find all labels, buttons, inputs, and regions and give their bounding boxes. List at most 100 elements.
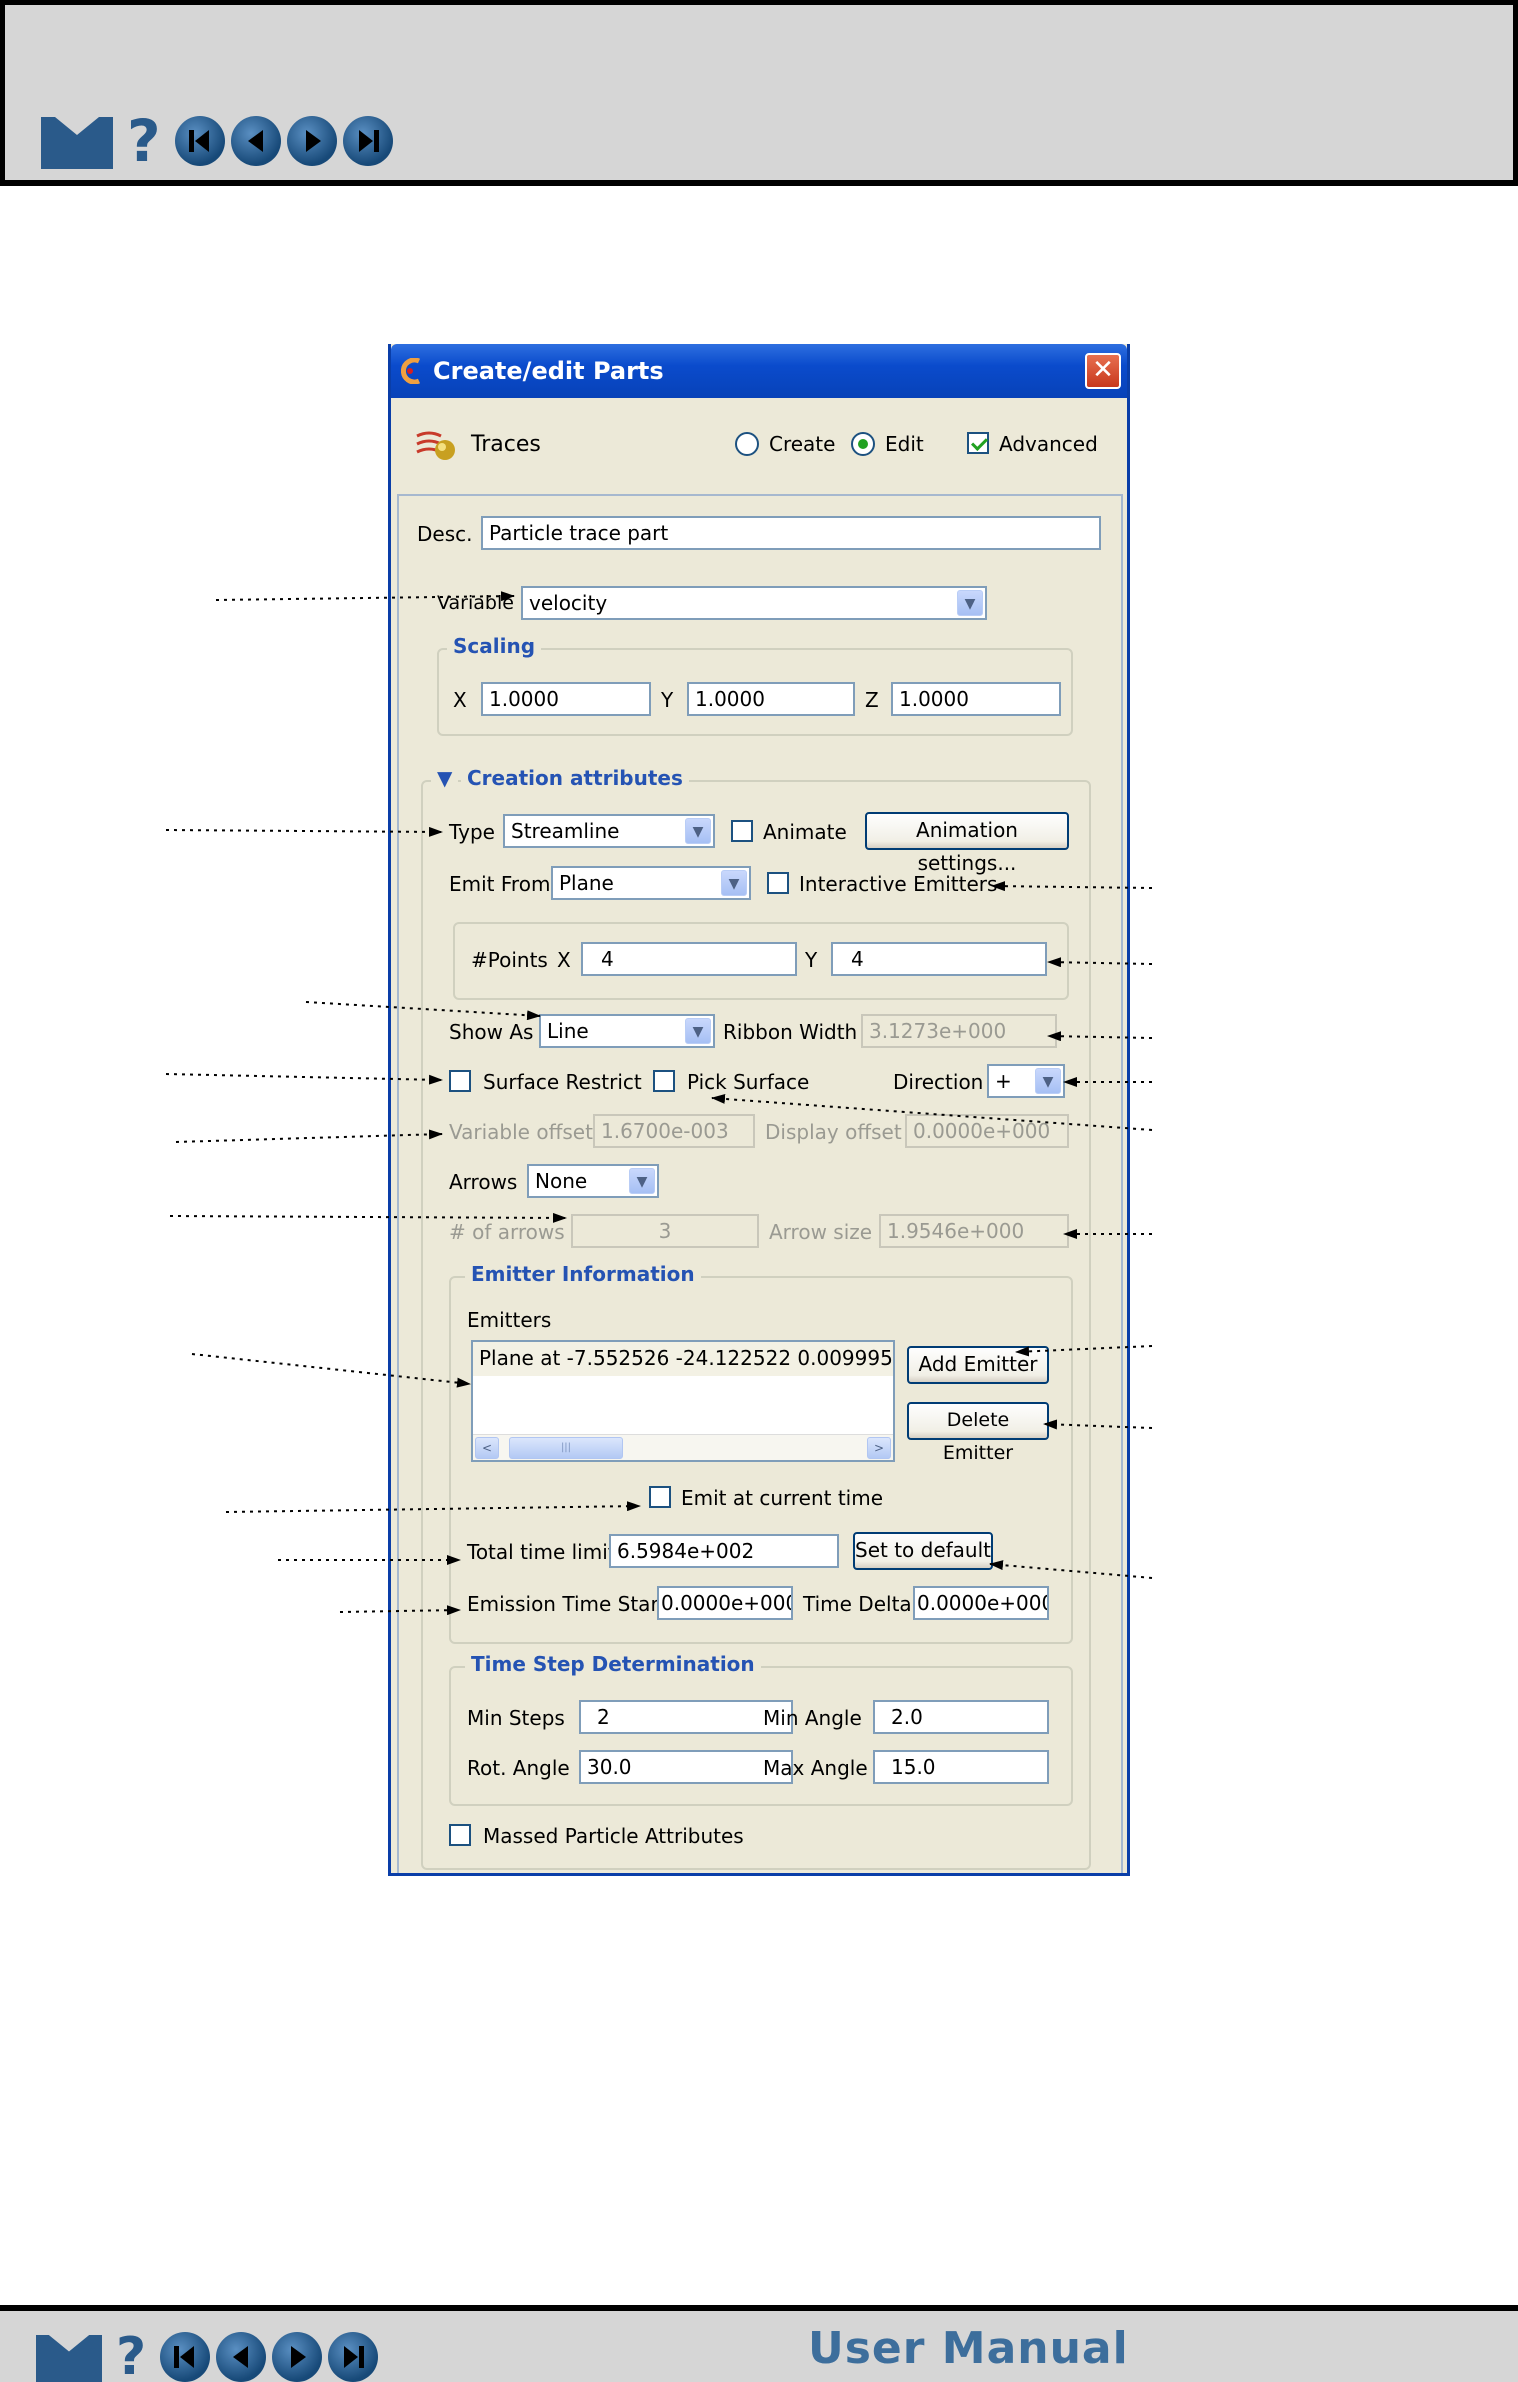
callout-arrow-num-arrows (169, 1212, 567, 1223)
scroll-thumb[interactable]: ||| (509, 1437, 623, 1459)
surface-restrict-label: Surface Restrict (483, 1070, 642, 1094)
close-button[interactable]: ✕ (1085, 353, 1121, 389)
variable-select[interactable]: velocity ▼ (521, 586, 987, 620)
arrows-label: Arrows (449, 1170, 518, 1194)
scale-x-label: X (453, 688, 467, 712)
callout-arrow-set-to-default (989, 1560, 1153, 1579)
callout-arrow-emission-start (339, 1605, 461, 1616)
emitters-listbox[interactable]: Plane at -7.552526 -24.122522 0.009995 <… (471, 1340, 895, 1462)
edit-radio[interactable] (851, 432, 875, 456)
emit-current-time-label: Emit at current time (681, 1486, 884, 1510)
callout-arrow-delete-emitter (1043, 1419, 1153, 1430)
points-group (453, 922, 1069, 1000)
help-icon[interactable]: ? (127, 107, 161, 175)
scale-z-label: Z (865, 688, 879, 712)
callout-arrow-emitters-list (191, 1353, 471, 1388)
callout-arrow-add-emitter (1015, 1345, 1153, 1357)
create-radio-label: Create (769, 432, 836, 456)
scale-y-input[interactable]: 1.0000 (687, 682, 855, 716)
scroll-left-icon[interactable]: < (475, 1437, 499, 1459)
emitter-list-item[interactable]: Plane at -7.552526 -24.122522 0.009995 (473, 1342, 893, 1376)
scaling-title: Scaling (447, 634, 542, 658)
home-icon[interactable] (41, 113, 113, 169)
time-delta-input[interactable]: 0.0000e+000 (913, 1586, 1049, 1620)
last-page-icon[interactable] (328, 2332, 379, 2382)
chevron-down-icon[interactable]: ▼ (685, 1018, 711, 1044)
display-offset-label: Display offset (765, 1120, 902, 1144)
total-time-input[interactable]: 6.5984e+002 (609, 1534, 839, 1568)
direction-select-value: + (995, 1069, 1012, 1093)
num-arrows-input: 3 (571, 1214, 759, 1248)
delete-emitter-button[interactable]: Delete Emitter (907, 1402, 1049, 1464)
interactive-emitters-checkbox[interactable] (767, 872, 789, 894)
create-radio[interactable] (735, 432, 759, 456)
creation-attributes-title: Creation attributes (461, 766, 689, 790)
emit-from-select-value: Plane (559, 871, 614, 895)
arrow-size-input: 1.9546e+000 (879, 1214, 1069, 1248)
traces-icon (416, 431, 455, 460)
next-page-icon[interactable] (286, 116, 337, 166)
previous-page-icon[interactable] (216, 2332, 267, 2382)
help-icon[interactable]: ? (116, 2327, 147, 2382)
dialog-titlebar: Create/edit Parts (391, 344, 1127, 398)
set-to-default-button[interactable]: Set to default (853, 1532, 993, 1570)
emitters-horizontal-scrollbar[interactable]: < ||| > (473, 1434, 893, 1460)
scale-z-input[interactable]: 1.0000 (891, 682, 1061, 716)
animate-checkbox[interactable] (731, 820, 753, 842)
massed-particle-label: Massed Particle Attributes (483, 1824, 744, 1848)
min-angle-label: Min Angle (763, 1706, 862, 1730)
ribbon-width-input: 3.1273e+000 (861, 1014, 1057, 1048)
first-page-icon[interactable] (174, 116, 225, 166)
callout-arrow-show-as (305, 1001, 541, 1021)
emit-current-time-checkbox[interactable] (649, 1486, 671, 1508)
expand-triangle-icon[interactable]: ▼ (431, 766, 459, 790)
interactive-emitters-label: Interactive Emitters (799, 872, 998, 896)
show-as-select-value: Line (547, 1019, 589, 1043)
show-as-label: Show As (449, 1020, 534, 1044)
add-emitter-button[interactable]: Add Emitter (907, 1346, 1049, 1384)
arrows-select[interactable]: None ▼ (527, 1164, 659, 1198)
last-page-icon[interactable] (342, 116, 393, 166)
animation-settings-button[interactable]: Animation settings... (865, 812, 1069, 875)
display-offset-input: 0.0000e+000 (905, 1114, 1069, 1148)
variable-offset-input: 1.6700e-003 (593, 1114, 755, 1148)
emit-from-select[interactable]: Plane ▼ (551, 866, 751, 900)
show-as-select[interactable]: Line ▼ (539, 1014, 715, 1048)
next-page-icon[interactable] (272, 2332, 323, 2382)
arrows-select-value: None (535, 1169, 588, 1193)
surface-restrict-checkbox[interactable] (449, 1070, 471, 1092)
previous-page-icon[interactable] (230, 116, 281, 166)
points-x-label: X (557, 948, 571, 972)
type-select[interactable]: Streamline ▼ (503, 814, 715, 848)
chevron-down-icon[interactable]: ▼ (629, 1168, 655, 1194)
callout-arrow-pick-surface (711, 1093, 1153, 1131)
pick-surface-checkbox[interactable] (653, 1070, 675, 1092)
ribbon-width-label: Ribbon Width (723, 1020, 858, 1044)
min-angle-input[interactable]: 2.0 (873, 1700, 1049, 1734)
scale-x-input[interactable]: 1.0000 (481, 682, 651, 716)
chevron-down-icon[interactable]: ▼ (685, 818, 711, 844)
dialog-title: Create/edit Parts (433, 357, 664, 385)
min-steps-input[interactable]: 2 (579, 1700, 793, 1734)
desc-input[interactable]: Particle trace part (481, 516, 1101, 550)
scaling-group (437, 648, 1073, 736)
rot-angle-input[interactable]: 30.0 (579, 1750, 793, 1784)
arrow-size-label: Arrow size (769, 1220, 873, 1244)
part-type-label: Traces (471, 432, 541, 457)
chevron-down-icon[interactable]: ▼ (721, 870, 747, 896)
emitter-information-title: Emitter Information (465, 1262, 701, 1286)
direction-select[interactable]: + ▼ (987, 1064, 1065, 1098)
max-angle-input[interactable]: 15.0 (873, 1750, 1049, 1784)
chevron-down-icon[interactable]: ▼ (957, 590, 983, 616)
type-label: Type (449, 820, 495, 844)
points-x-input[interactable]: 4 (581, 942, 797, 976)
advanced-checkbox[interactable] (967, 432, 989, 454)
points-y-input[interactable]: 4 (831, 942, 1047, 976)
massed-particle-checkbox[interactable] (449, 1824, 471, 1846)
emission-start-input[interactable]: 0.0000e+000 (657, 1586, 793, 1620)
first-page-icon[interactable] (160, 2332, 211, 2382)
home-icon[interactable] (36, 2331, 102, 2382)
time-step-title: Time Step Determination (465, 1652, 761, 1676)
scroll-right-icon[interactable]: > (867, 1437, 891, 1459)
chevron-down-icon[interactable]: ▼ (1035, 1068, 1061, 1094)
